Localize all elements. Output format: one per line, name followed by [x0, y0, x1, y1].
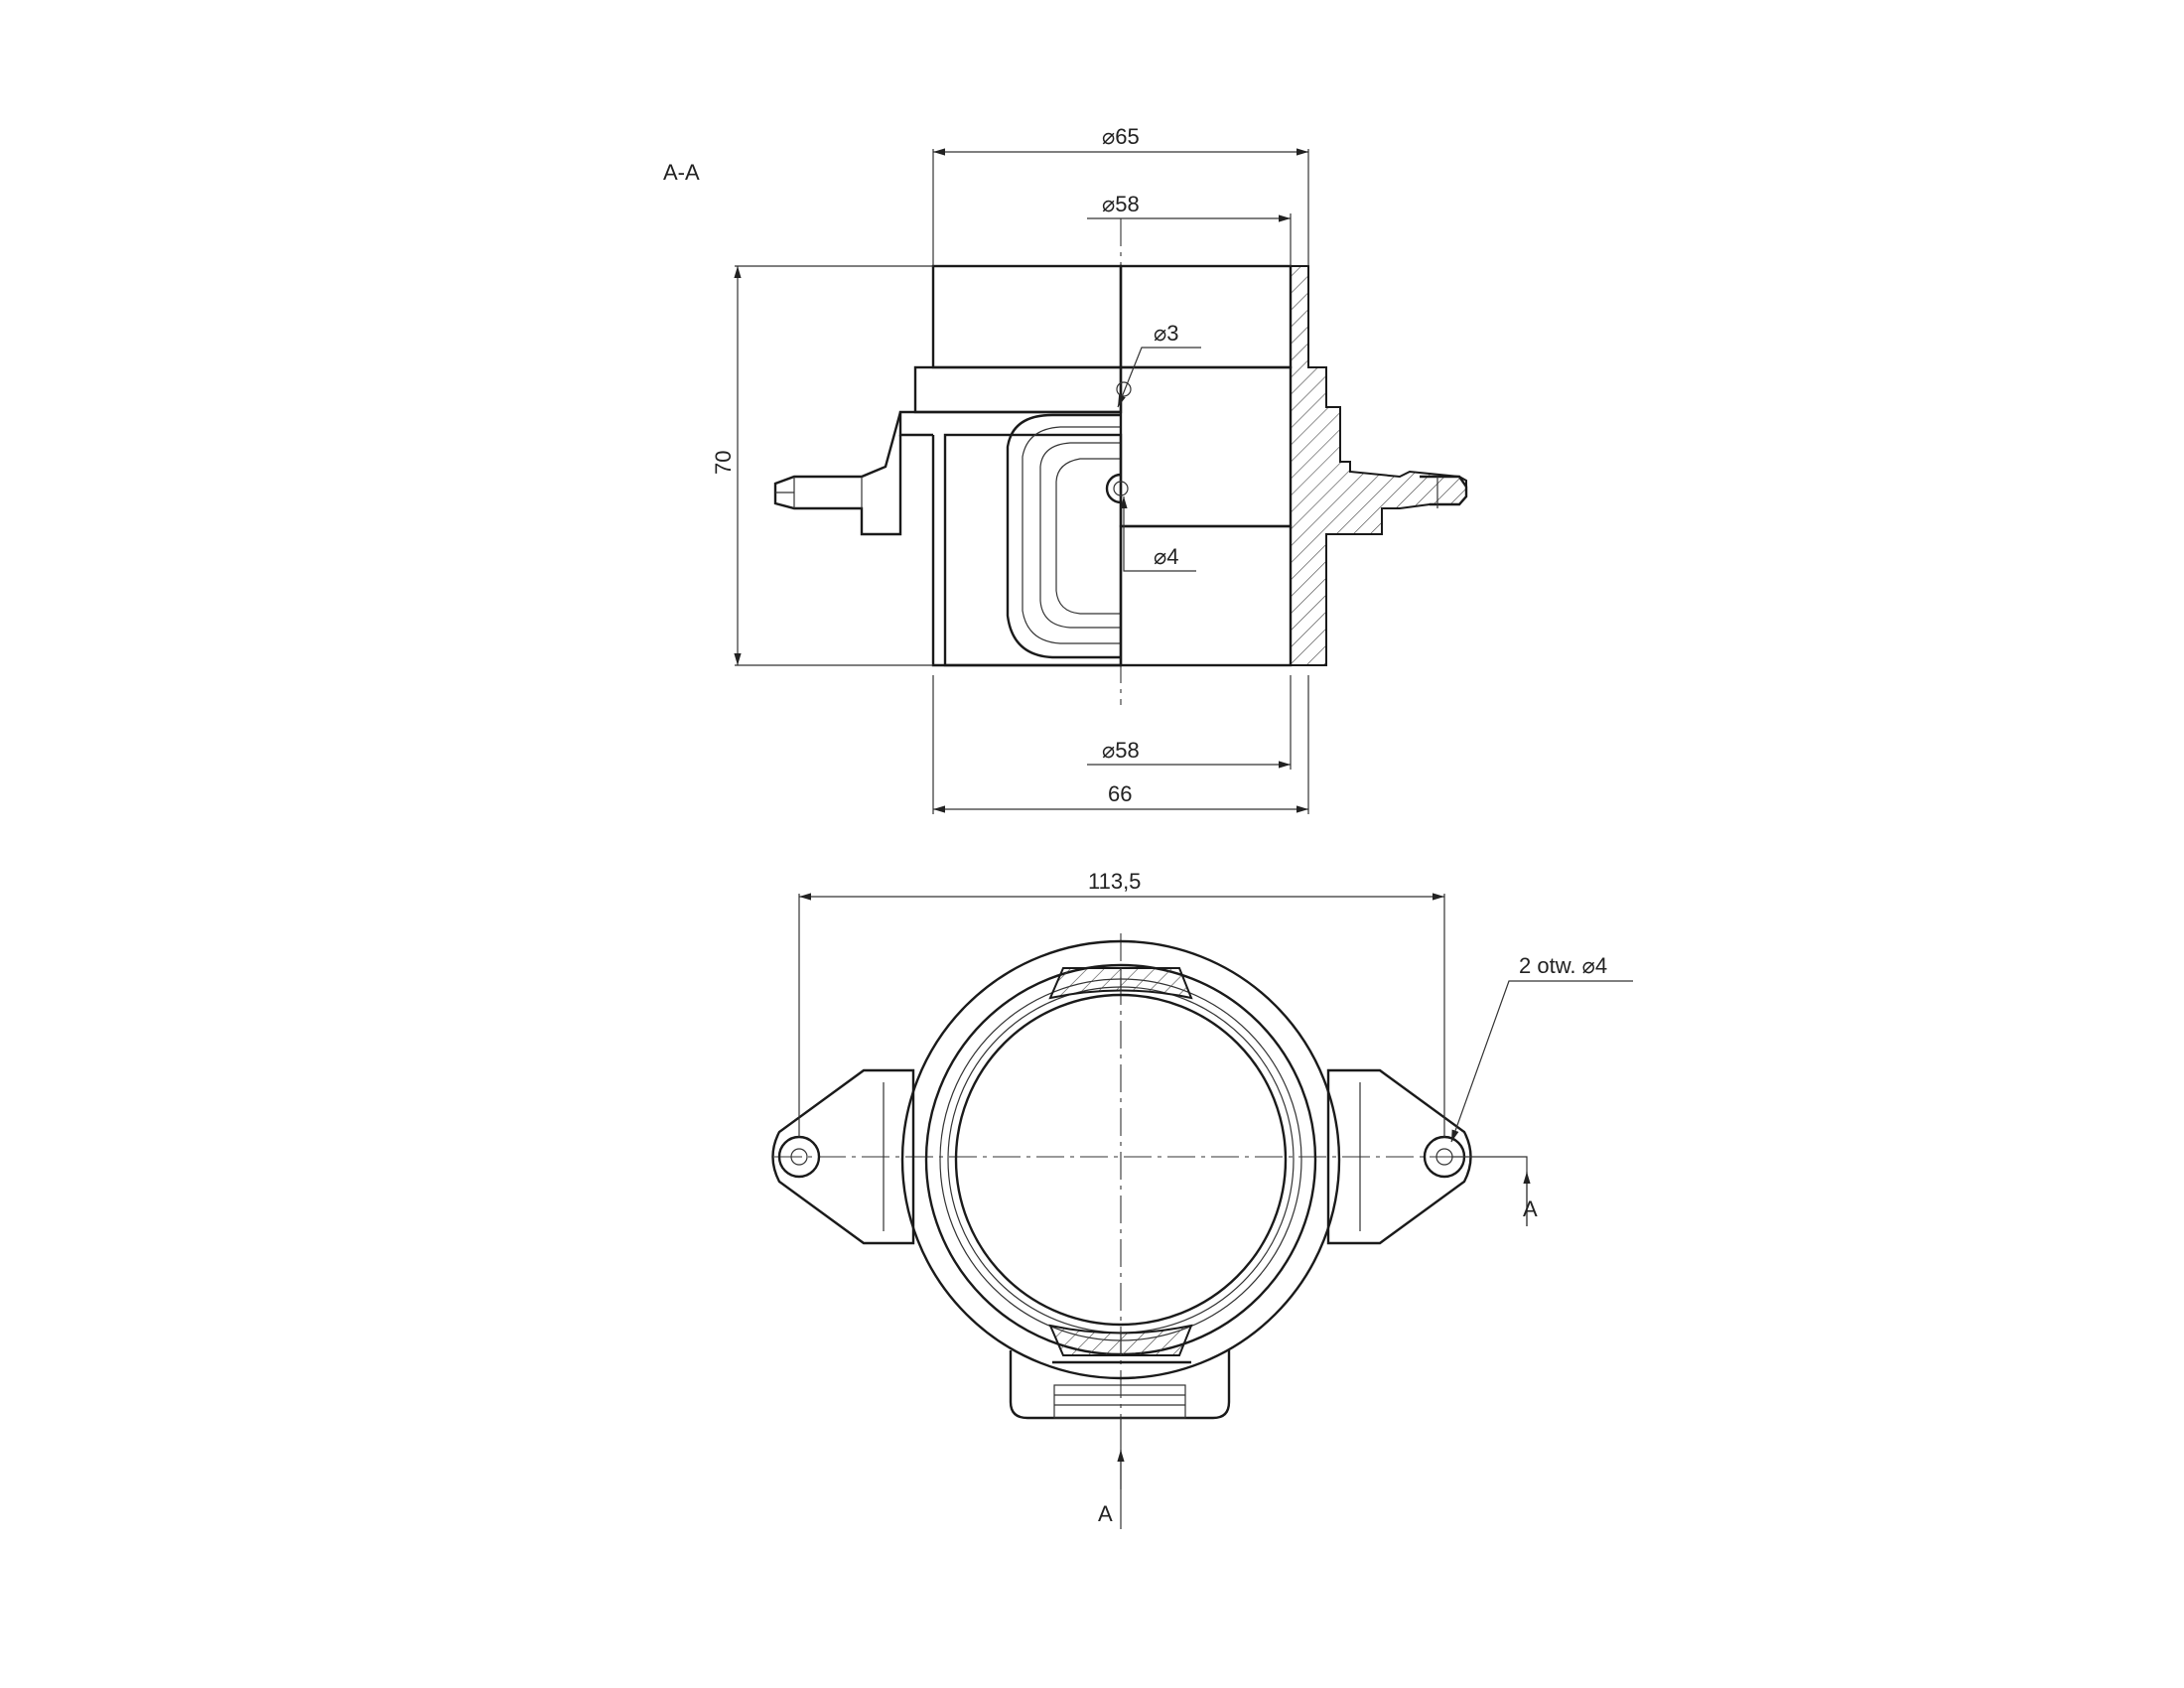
dim-dia4: ⌀4 — [1154, 544, 1179, 569]
section-label: A-A — [663, 160, 700, 185]
dimension-lines-section — [734, 148, 1309, 814]
dim-dia3: ⌀3 — [1154, 321, 1179, 346]
cut-marker-bottom: A — [1098, 1501, 1113, 1526]
dim-dia58-top: ⌀58 — [1102, 192, 1140, 216]
section-view: ⌀65 ⌀58 ⌀3 ⌀4 70 ⌀58 66 — [711, 124, 1468, 814]
dim-width66: 66 — [1108, 781, 1132, 806]
section-right-half — [1105, 264, 1468, 667]
section-left-half — [773, 264, 1123, 667]
dim-dia65: ⌀65 — [1102, 124, 1140, 149]
plan-view: 113,5 2 otw. ⌀4 A A — [771, 869, 1633, 1529]
dim-dia58-bottom: ⌀58 — [1102, 738, 1140, 763]
dim-height70: 70 — [711, 451, 736, 475]
dim-span-113-5: 113,5 — [1088, 869, 1141, 894]
cut-marker-right: A — [1523, 1196, 1538, 1221]
dim-holes-note: 2 otw. ⌀4 — [1519, 953, 1607, 978]
